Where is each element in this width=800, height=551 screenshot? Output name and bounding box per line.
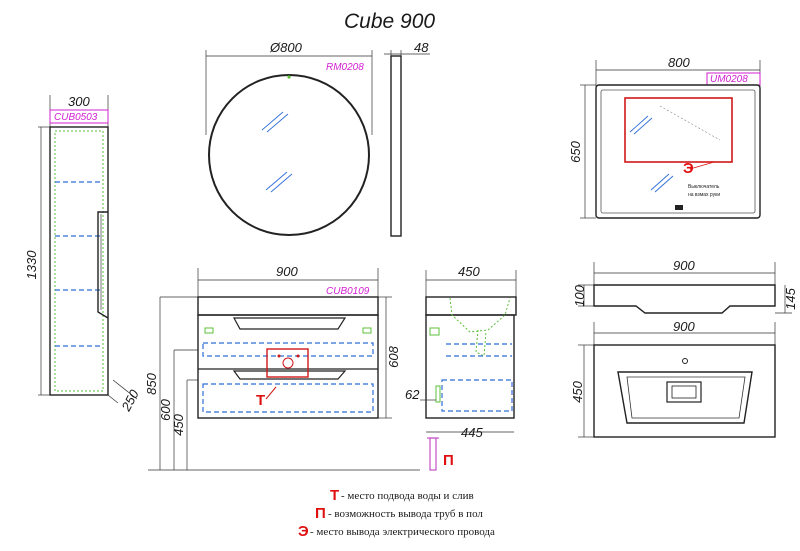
legend-e-letter: Э — [298, 523, 309, 540]
sink-145-label: 145 — [783, 287, 798, 309]
side-62-label: 62 — [405, 387, 420, 402]
tall-code-label: CUB0503 — [54, 112, 98, 123]
rect-mirror-view: 800 UM0208 Э Выключатель на взмах руки 6… — [568, 55, 761, 219]
round-mirror-view: Ø800 RM0208 48 — [205, 40, 430, 237]
mount-600-label: 600 — [158, 398, 173, 420]
sink-top-view: 900 450 — [570, 319, 776, 438]
drawing-title: Cube 900 — [344, 10, 435, 33]
legend-p-text: - возможность вывода труб в пол — [328, 508, 483, 520]
sink-side-view: 900 100 145 — [572, 258, 798, 314]
round-diameter-label: Ø800 — [269, 40, 303, 55]
rect-width-label: 800 — [668, 55, 690, 70]
legend-p-letter: П — [315, 505, 326, 522]
rect-code-label: UM0208 — [710, 74, 748, 85]
top-depth-label: 450 — [570, 380, 585, 402]
rect-height-label: 650 — [568, 140, 583, 162]
tall-height-label: 1330 — [24, 250, 39, 280]
round-code-label: RM0208 — [326, 62, 364, 73]
top-width-label: 900 — [673, 319, 695, 334]
switch-note-line1: Выключатель — [688, 184, 720, 190]
side-depth-label: 450 — [458, 264, 480, 279]
switch-note-line2: на взмах руки — [688, 192, 720, 198]
legend-t-text: - место подвода воды и слив — [341, 490, 474, 502]
tall-cabinet-view: 300 CUB0503 1330 250 — [24, 94, 142, 414]
side-445-label: 445 — [461, 425, 483, 440]
legend-t-letter: T — [330, 487, 339, 504]
sink-width-label: 900 — [673, 258, 695, 273]
base-width-label: 900 — [276, 264, 298, 279]
base-code-label: CUB0109 — [326, 286, 370, 297]
tall-width-label: 300 — [68, 94, 90, 109]
legend-e-text: - место вывода электрического провода — [310, 526, 495, 538]
tall-depth-label: 250 — [118, 387, 142, 415]
legend: T - место подвода воды и слив П - возмож… — [298, 487, 495, 540]
mount-450-label: 450 — [171, 413, 186, 435]
base-side-view: 450 62 445 П — [405, 264, 517, 471]
round-depth-label: 48 — [414, 40, 429, 55]
sink-100-label: 100 — [572, 284, 587, 306]
marker-p-side: П — [443, 452, 454, 469]
base-height-label: 608 — [386, 345, 401, 367]
base-front-view: 900 CUB0109 T 608 850 600 450 — [144, 264, 420, 471]
marker-e-mirror: Э — [683, 160, 694, 177]
marker-t-base: T — [256, 392, 265, 409]
mount-850-label: 850 — [144, 372, 159, 394]
